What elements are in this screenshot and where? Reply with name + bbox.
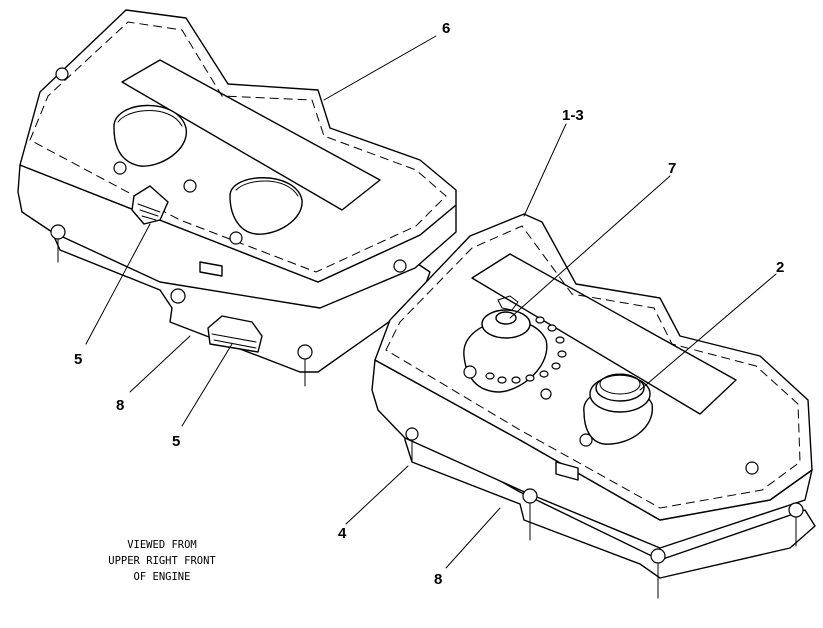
right-tab [555,461,579,481]
view-note-line-3: OF ENGINE [134,571,191,583]
right-valve-cover [371,213,816,599]
view-note-line-1: VIEWED FROM [127,539,197,551]
leader-1-3 [523,123,567,217]
leader-8-upper [129,335,191,393]
leader-6 [323,35,437,101]
right-breather-cap [583,373,653,445]
right-boss [540,388,552,400]
callout-5-upper: 5 [74,351,82,368]
leader-4 [345,465,409,525]
callout-8-upper: 8 [116,397,124,414]
left-valve-cover [17,9,457,387]
right-bolts [405,365,804,599]
leader-lines [85,35,777,569]
cap-chain [485,316,567,384]
callout-8-lower: 8 [434,571,442,588]
leader-7 [509,175,671,319]
leader-5-lower [181,343,233,427]
view-note-line-2: UPPER RIGHT FRONT [108,555,216,567]
callout-1-3: 1-3 [562,107,584,124]
right-fill-cap [463,295,567,393]
callout-4: 4 [338,525,347,542]
left-connector-lower [207,315,263,353]
left-bolts [50,67,407,387]
view-note: VIEWED FROM UPPER RIGHT FRONT OF ENGINE [108,539,216,583]
leader-8-lower [445,507,501,569]
left-connector-upper [131,185,169,225]
callout-7: 7 [668,160,676,177]
callout-6: 6 [442,20,450,37]
left-breather-dome-2 [229,177,303,235]
left-tab [199,261,223,277]
leader-5-upper [85,223,151,345]
left-boss [183,179,197,193]
callouts: 6 1-3 7 2 5 8 5 4 8 [74,20,784,588]
callout-5-lower: 5 [172,433,180,450]
callout-2: 2 [776,259,784,276]
leader-2 [639,273,777,391]
left-breather-dome-1 [113,104,187,167]
